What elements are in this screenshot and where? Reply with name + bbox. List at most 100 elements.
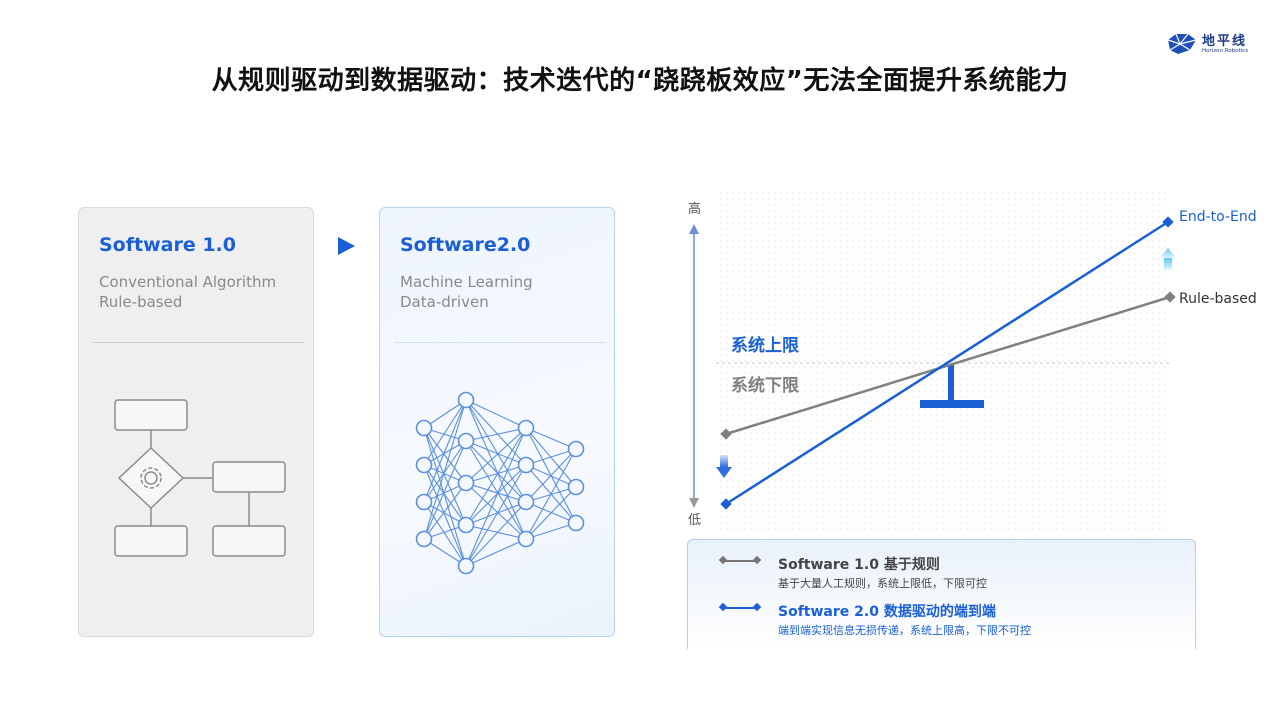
card-subtitle: Conventional Algorithm Rule-based	[99, 272, 276, 312]
series-label-end-to-end: End-to-End	[1179, 209, 1257, 225]
logo-subtext: Horizon Robotics	[1202, 48, 1249, 54]
nn-connection	[423, 399, 467, 429]
nn-node	[567, 514, 585, 532]
nn-connection	[423, 427, 467, 567]
card-subtitle: Machine Learning Data-driven	[400, 272, 533, 312]
card-title: Software 1.0	[99, 234, 236, 256]
nn-connection	[465, 440, 527, 540]
series-marker-e2e-end	[1162, 216, 1174, 228]
neural-network-icon	[415, 391, 585, 575]
card-title: Software2.0	[400, 234, 531, 256]
up-arrow-icon	[1160, 248, 1176, 270]
nn-connection	[423, 399, 467, 466]
legend-desc: 端到端实现信息无损传递，系统上限高，下限不可控	[778, 624, 1031, 637]
lower-limit-label: 系统下限	[731, 375, 799, 396]
legend-swatch-gray	[722, 560, 758, 562]
card-line: Rule-based	[99, 293, 183, 311]
card-divider	[93, 342, 305, 343]
nn-connection	[525, 448, 577, 503]
nn-connection	[423, 538, 467, 567]
nn-connection	[465, 501, 527, 526]
nn-connection	[423, 464, 467, 567]
nn-connection	[423, 427, 467, 526]
nn-connection	[423, 427, 467, 484]
seesaw-fulcrum-icon	[920, 364, 984, 408]
nn-node	[457, 557, 475, 575]
nn-connection	[465, 464, 527, 526]
nn-connection	[465, 399, 527, 466]
nn-connection	[525, 427, 577, 450]
card-line: Machine Learning	[400, 273, 533, 291]
nn-node	[415, 493, 433, 511]
nn-connection	[465, 482, 527, 540]
card-divider	[394, 342, 606, 343]
nn-connection	[423, 501, 467, 567]
nn-connection	[465, 399, 527, 429]
nn-connection	[465, 464, 527, 567]
nn-connection	[465, 482, 527, 503]
series-line-end-to-end	[725, 220, 1169, 506]
nn-connection	[465, 399, 527, 540]
series-line-rule-based	[725, 295, 1171, 436]
series-label-rule-based: Rule-based	[1179, 291, 1257, 307]
nn-connection	[465, 399, 527, 503]
nn-connection	[525, 448, 577, 466]
nn-node	[457, 516, 475, 534]
nn-node	[457, 391, 475, 409]
legend-desc: 基于大量人工规则，系统上限低，下限可控	[778, 577, 987, 590]
down-arrow-icon	[716, 455, 732, 478]
nn-node	[415, 419, 433, 437]
nn-node	[517, 530, 535, 548]
nn-connection	[465, 501, 527, 567]
nn-connection	[465, 538, 527, 567]
nn-node	[517, 419, 535, 437]
nn-node	[415, 456, 433, 474]
legend-title: Software 2.0 数据驱动的端到端	[778, 604, 996, 620]
software-1-card: Software 1.0 Conventional Algorithm Rule…	[78, 207, 314, 637]
nn-connection	[525, 522, 577, 540]
nn-connection	[465, 427, 527, 442]
horizon-logo: 地平线 Horizon Robotics	[1164, 32, 1274, 60]
nn-node	[457, 432, 475, 450]
legend-item-software-1: Software 1.0 基于规则 基于大量人工规则，系统上限低，下限可控	[722, 554, 987, 591]
nn-connection	[423, 399, 467, 503]
software-2-card: Software2.0 Machine Learning Data-driven	[379, 207, 615, 637]
series-marker-rule-end	[1164, 291, 1176, 303]
nn-connection	[423, 464, 467, 526]
y-axis-low-label: 低	[688, 513, 701, 528]
y-axis-high-label: 高	[688, 201, 701, 217]
upper-limit-label: 系统上限	[731, 335, 799, 356]
nn-connection	[465, 427, 527, 567]
nn-node	[415, 530, 433, 548]
play-arrow-icon	[338, 237, 355, 255]
chart-plot-area	[716, 192, 1170, 532]
nn-connection	[423, 399, 467, 540]
series-marker-e2e-start	[720, 498, 732, 510]
nn-connection	[465, 440, 527, 466]
legend-panel: Software 1.0 基于规则 基于大量人工规则，系统上限低，下限可控 So…	[687, 539, 1196, 649]
y-axis-arrow	[689, 224, 699, 508]
nn-node	[517, 456, 535, 474]
nn-connection	[465, 440, 527, 503]
card-line: Conventional Algorithm	[99, 273, 277, 291]
nn-connection	[465, 427, 527, 484]
nn-connection	[465, 464, 527, 484]
nn-node	[567, 440, 585, 458]
nn-node	[457, 474, 475, 492]
nn-connection	[465, 524, 527, 540]
series-marker-rule-start	[720, 428, 732, 440]
nn-node	[517, 493, 535, 511]
nn-node	[567, 478, 585, 496]
nn-connection	[465, 427, 527, 526]
nn-connection	[423, 440, 467, 540]
legend-title: Software 1.0 基于规则	[778, 557, 940, 573]
flowchart-icon	[114, 399, 286, 557]
legend-swatch-blue	[722, 607, 758, 609]
card-line: Data-driven	[400, 293, 489, 311]
logo-text: 地平线	[1202, 34, 1248, 49]
legend-item-software-2: Software 2.0 数据驱动的端到端 端到端实现信息无损传递，系统上限高，…	[722, 601, 1031, 638]
page-title: 从规则驱动到数据驱动：技术迭代的“跷跷板效应”无法全面提升系统能力	[211, 66, 1069, 96]
nn-connection	[525, 448, 577, 540]
nn-connection	[525, 486, 577, 540]
